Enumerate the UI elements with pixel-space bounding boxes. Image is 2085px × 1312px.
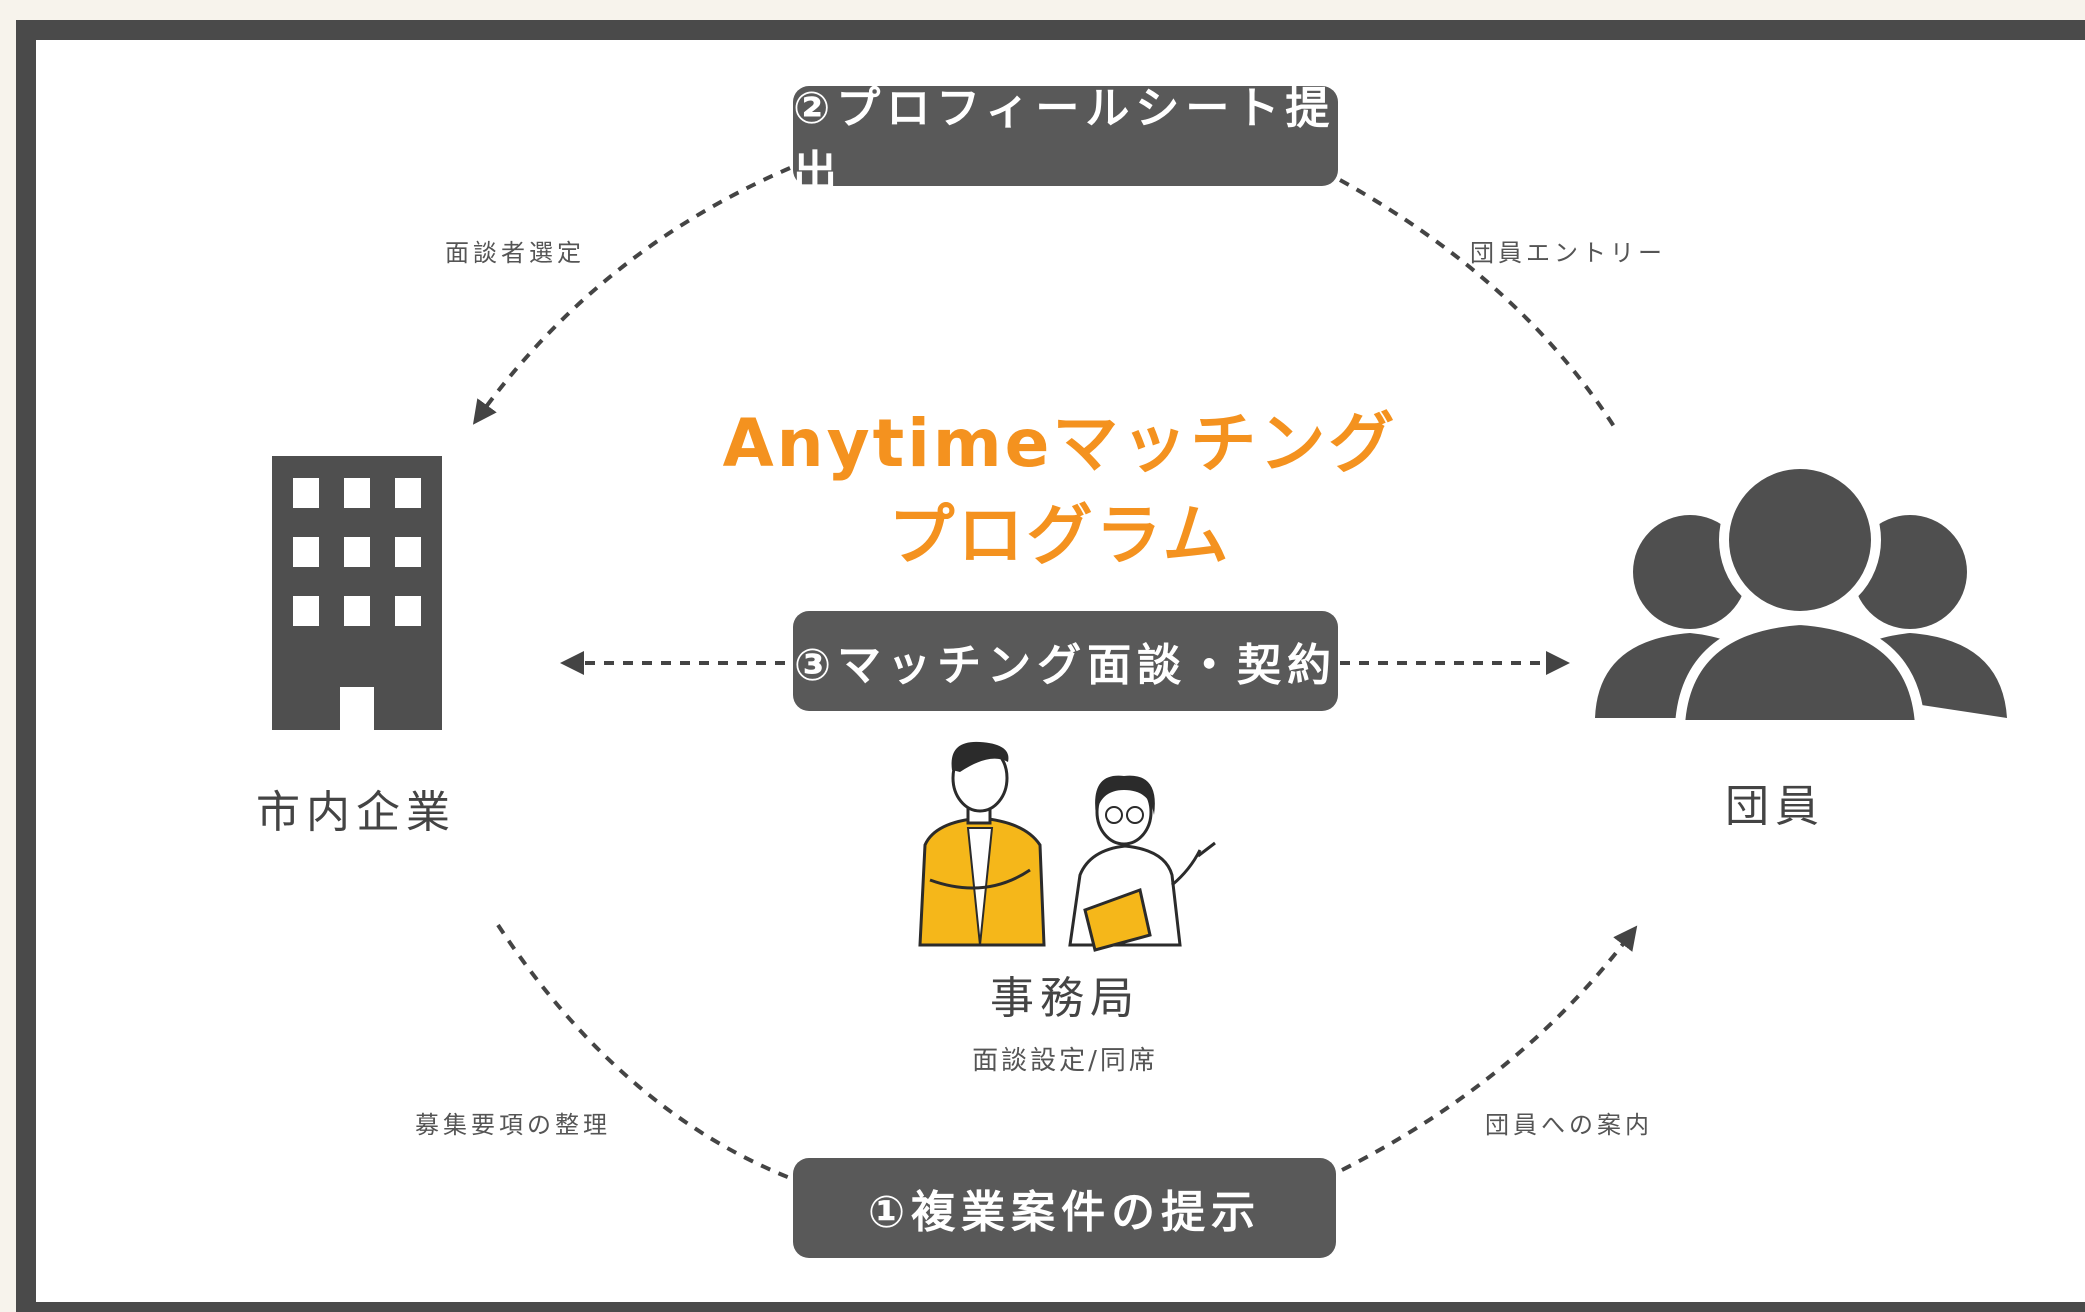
program-title-line2: プログラム bbox=[888, 497, 1232, 574]
edge-label-bottom-left: 募集要項の整理 bbox=[415, 1111, 611, 1139]
arrow-step1-to-members bbox=[1341, 925, 1638, 1172]
members-label: 団員 bbox=[1725, 781, 1825, 832]
step1-box: ①複業案件の提示 bbox=[793, 1158, 1336, 1258]
program-title: Anytimeマッチング プログラム bbox=[680, 390, 1440, 578]
edge-label-top-right: 団員エントリー bbox=[1470, 239, 1666, 267]
arrow-step2-to-company bbox=[472, 166, 791, 425]
connector-members-to-step2 bbox=[1339, 178, 1617, 430]
edge-label-bottom-right: 団員への案内 bbox=[1485, 1111, 1653, 1139]
company-label: 市内企業 bbox=[256, 787, 456, 838]
office-building-icon bbox=[272, 456, 442, 730]
staff-illustration-icon bbox=[918, 741, 1216, 952]
office-sub-label: 面談設定/同席 bbox=[972, 1046, 1158, 1076]
step2-box: ②プロフィールシート提出 bbox=[793, 83, 1338, 198]
program-title-line1: Anytimeマッチング bbox=[722, 405, 1398, 482]
step3-box: ③マッチング面談・契約 bbox=[793, 611, 1338, 711]
office-label: 事務局 bbox=[990, 973, 1140, 1024]
connector-company-to-step1 bbox=[496, 923, 791, 1180]
people-group-icon bbox=[1595, 459, 2007, 730]
edge-label-top-left: 面談者選定 bbox=[445, 239, 585, 267]
